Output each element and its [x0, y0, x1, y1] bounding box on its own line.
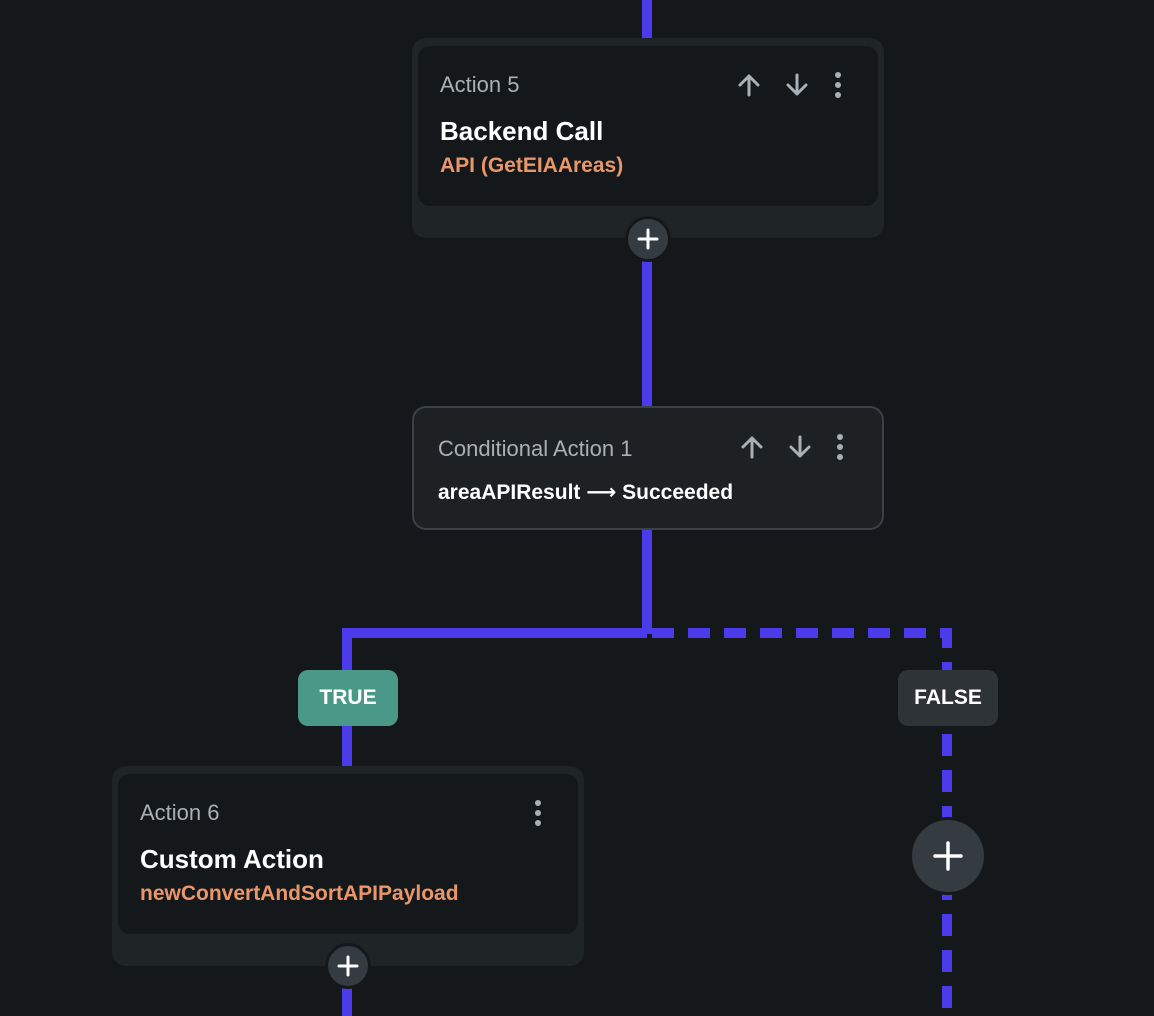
action6-subtitle: newConvertAndSortAPIPayload [140, 882, 459, 905]
move-down-button[interactable] [780, 68, 814, 102]
more-vertical-icon [835, 72, 841, 98]
more-vertical-icon [837, 434, 843, 460]
move-up-button[interactable] [732, 68, 766, 102]
true-branch-badge: TRUE [298, 670, 398, 726]
more-options-button[interactable] [823, 430, 857, 464]
false-branch-badge: FALSE [898, 670, 998, 726]
conditional-action1-card[interactable]: Conditional Action 1 areaAPIResult ⟶ Suc… [412, 406, 884, 530]
more-options-button[interactable] [821, 68, 855, 102]
arrow-up-icon [741, 436, 763, 459]
conditional-action1-label: Conditional Action 1 [438, 436, 633, 461]
plus-icon [337, 955, 359, 977]
move-down-button[interactable] [783, 430, 817, 464]
plus-icon [637, 228, 659, 250]
plus-icon [933, 841, 963, 871]
arrow-down-icon [786, 73, 808, 96]
arrow-up-icon [738, 74, 760, 97]
more-options-button[interactable] [521, 796, 555, 830]
action6-label: Action 6 [140, 800, 220, 825]
arrow-down-icon [789, 435, 811, 458]
more-vertical-icon [535, 800, 541, 826]
add-action-after-action6-button[interactable] [325, 943, 371, 989]
action5-label: Action 5 [440, 72, 520, 97]
move-up-button[interactable] [735, 430, 769, 464]
add-action-false-branch-button[interactable] [909, 817, 987, 895]
action6-title: Custom Action [140, 844, 324, 874]
condition-expression: areaAPIResult ⟶ Succeeded [438, 481, 734, 504]
add-action-after-action5-button[interactable] [625, 216, 671, 262]
action6-card[interactable]: Action 6 Custom Action newConvertAndSort… [118, 774, 578, 934]
action5-subtitle: API (GetEIAAreas) [440, 154, 624, 177]
action5-card[interactable]: Action 5 Backend Call API (GetEIAAreas) [418, 46, 878, 206]
action5-title: Backend Call [440, 116, 604, 146]
